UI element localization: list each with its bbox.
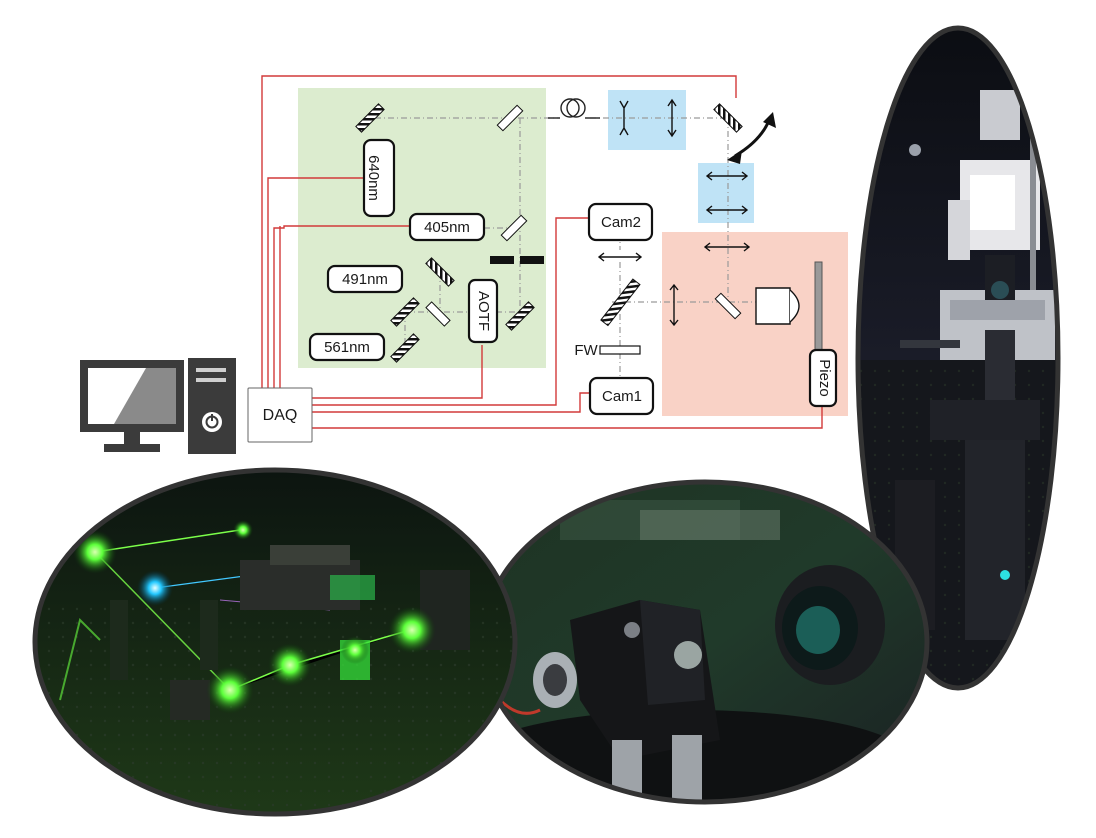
scan-lens-box [608, 90, 686, 150]
control-wires [261, 75, 823, 429]
laser-491-box [326, 264, 404, 294]
computer-tower-icon [188, 358, 236, 454]
cam2-label: Cam2 [601, 214, 641, 231]
lens-symbols [597, 98, 751, 327]
aotf-label: AOTF [475, 291, 492, 331]
cam1-label: Cam1 [602, 388, 642, 405]
laser-405-label: 405nm [424, 219, 470, 236]
beam-block [490, 256, 514, 264]
photo-laser-table [32, 467, 518, 817]
mirrors [355, 103, 743, 363]
filter-wheel-label: FW [574, 342, 598, 359]
objective-lens [755, 287, 800, 325]
laser-561-label: 561nm [324, 339, 370, 356]
beam-block [520, 256, 544, 264]
cam2-box [587, 202, 654, 242]
optical-diagram: 640nm 405nm 491nm 561nm AOTF Cam2 Cam1 F… [247, 75, 848, 443]
optical-fiber [548, 98, 600, 119]
scan-direction-arrow [734, 117, 772, 158]
piezo-label: Piezo [816, 359, 833, 397]
daq-label: DAQ [263, 407, 298, 424]
piezo-box [808, 348, 838, 408]
sample-slide [814, 261, 823, 355]
laser-561-box [308, 332, 386, 362]
power-icon [202, 412, 222, 432]
laser-405-box [408, 212, 486, 242]
aotf-box [467, 278, 499, 344]
photo-mirror-mount [480, 479, 930, 805]
tube-lens-box [698, 163, 754, 223]
laser-491-label: 491nm [342, 271, 388, 288]
daq-box [247, 387, 313, 443]
computer-monitor-icon [80, 360, 184, 452]
filter-wheel-element [599, 345, 641, 355]
laser-640-box [362, 138, 396, 218]
beam-paths [375, 117, 790, 390]
dichroic-mirrors [425, 104, 742, 327]
cam1-box [588, 376, 655, 416]
laser-640-label: 640nm [365, 155, 382, 201]
